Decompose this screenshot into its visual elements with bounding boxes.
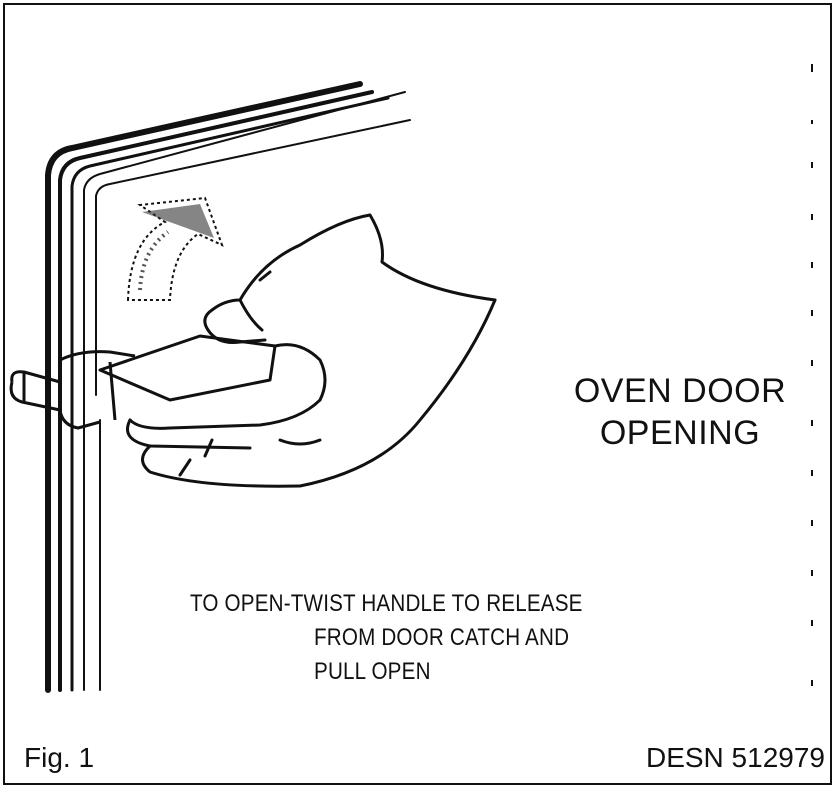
design-number: DESN 512979 <box>645 742 825 773</box>
illustration-title: OVEN DOOR OPENING <box>530 370 830 454</box>
door-handle <box>9 334 277 430</box>
title-line-1: OVEN DOOR <box>573 372 787 410</box>
open-arrow-icon <box>126 196 224 301</box>
hand-drawing <box>126 213 497 488</box>
instruction-line-3: PULL OPEN <box>314 658 431 685</box>
door-frame <box>45 81 411 693</box>
instruction-line-1: TO OPEN-TWIST HANDLE TO RELEASE <box>190 590 583 617</box>
instruction-line-2: FROM DOOR CATCH AND <box>314 624 570 651</box>
title-line-2: OPENING <box>599 414 761 452</box>
figure-label: Fig. 1 <box>24 742 95 773</box>
